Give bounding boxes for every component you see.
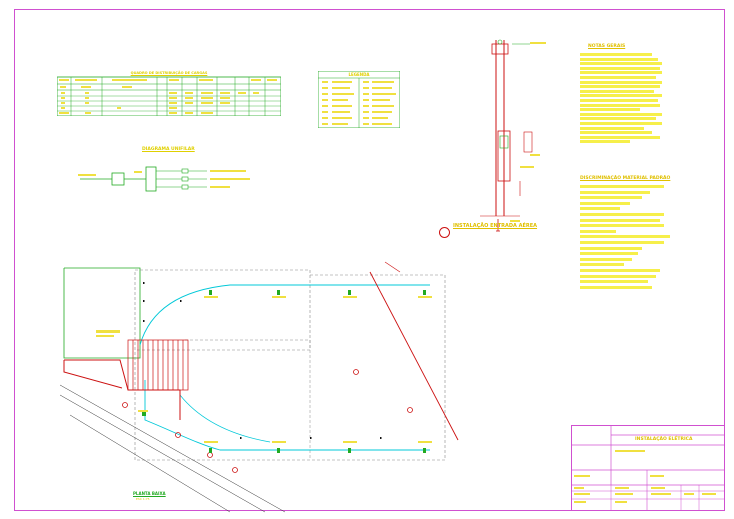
aerial-entrance-drawing (480, 39, 546, 232)
plan-scale: ESC 1:75 (136, 497, 150, 501)
aerial-entrance-detail (470, 36, 560, 236)
single-line-diagram: DIAGRAMA UNIFILAR (72, 145, 282, 195)
materials-list: DISCRIMINAÇÃO MATERIAL PADRÃO (580, 176, 680, 291)
title-block-grid (571, 425, 725, 511)
single-line-drawing (78, 166, 250, 192)
general-notes: NOTAS GERAIS (580, 44, 675, 145)
title-block: INSTALAÇÃO ELÉTRICA (571, 425, 725, 511)
single-line-title: DIAGRAMA UNIFILAR (142, 147, 195, 152)
loads-table-grid (57, 76, 281, 116)
plan-title: PLANTA BAIXA (133, 491, 166, 496)
legend-box: LEGENDA (318, 71, 400, 128)
materials-body (580, 185, 680, 289)
aerial-entrance-marker (439, 227, 450, 238)
aerial-entrance-title: INSTALAÇÃO ENTRADA AÉREA (453, 223, 538, 229)
legend-grid (318, 71, 400, 128)
loads-table: QUADRO DE DISTRIBUIÇÃO DE CARGAS (57, 71, 281, 116)
sheet-border (14, 9, 725, 511)
materials-title: DISCRIMINAÇÃO MATERIAL PADRÃO (580, 176, 671, 181)
titleblock-title: INSTALAÇÃO ELÉTRICA (635, 437, 693, 442)
legend-title: LEGENDA (348, 72, 370, 77)
notes-body (580, 53, 675, 144)
loads-table-title: QUADRO DE DISTRIBUIÇÃO DE CARGAS (130, 71, 208, 75)
notes-title: NOTAS GERAIS (588, 44, 626, 49)
